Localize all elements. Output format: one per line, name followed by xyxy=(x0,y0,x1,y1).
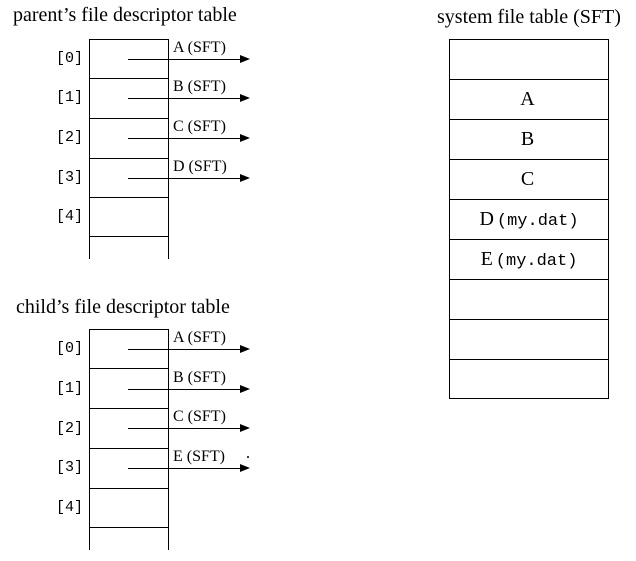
sft-cell-main: E xyxy=(480,248,493,270)
sft-table-box xyxy=(449,39,609,399)
fd-index-label: [0] xyxy=(55,340,83,357)
fd-pointer-arrow-line xyxy=(128,468,240,469)
arrowhead-icon xyxy=(240,424,250,432)
sft-cell xyxy=(449,279,609,319)
fd-index-label: [4] xyxy=(55,499,83,516)
fd-index-label: [4] xyxy=(55,208,83,225)
row-divider xyxy=(89,197,169,198)
fd-index-label: [2] xyxy=(55,129,83,146)
row-divider xyxy=(449,199,609,200)
row-divider xyxy=(449,359,609,360)
child-fd-table-title: child’s file descriptor table xyxy=(16,296,230,318)
parent-fd-table-title: parent’s file descriptor table xyxy=(13,4,237,26)
sft-cell xyxy=(449,319,609,359)
sft-cell-file: (my.dat) xyxy=(495,252,578,271)
sft-cell: E(my.dat) xyxy=(449,239,609,279)
row-divider xyxy=(89,368,169,369)
fd-pointer-label: C (SFT) xyxy=(173,408,226,425)
fd-pointer-label: C (SFT) xyxy=(173,118,226,135)
fd-index-label: [0] xyxy=(55,50,83,67)
arrowhead-icon xyxy=(240,134,250,142)
arrowhead-icon xyxy=(240,345,250,353)
arrowhead-icon xyxy=(240,464,250,472)
fd-pointer-arrow-line xyxy=(128,59,240,60)
fd-pointer-label: D (SFT) xyxy=(173,158,227,175)
sft-cell-main: A xyxy=(520,88,535,110)
fd-index-label: [3] xyxy=(55,169,83,186)
row-divider xyxy=(449,279,609,280)
row-divider xyxy=(89,78,169,79)
row-divider xyxy=(89,118,169,119)
sft-cell: B xyxy=(449,119,609,159)
table-open-bottom-edge xyxy=(168,528,169,550)
fd-pointer-label: E (SFT) xyxy=(173,448,225,465)
fd-pointer-label: B (SFT) xyxy=(173,369,226,386)
sft-cell-main: D xyxy=(479,208,494,230)
fd-pointer-arrow-line xyxy=(128,389,240,390)
row-divider xyxy=(449,119,609,120)
fd-pointer-arrow-line xyxy=(128,138,240,139)
row-divider xyxy=(89,408,169,409)
arrowhead-icon xyxy=(240,94,250,102)
fd-index-label: [3] xyxy=(55,459,83,476)
row-divider xyxy=(449,79,609,80)
row-divider xyxy=(89,158,169,159)
fd-index-label: [2] xyxy=(55,420,83,437)
fd-index-label: [1] xyxy=(55,89,83,106)
arrowhead-icon xyxy=(240,174,250,182)
row-divider xyxy=(449,319,609,320)
sft-cell-file: (my.dat) xyxy=(496,212,579,231)
sft-title: system file table (SFT) xyxy=(437,6,621,28)
fd-pointer-label: B (SFT) xyxy=(173,78,226,95)
table-open-bottom-edge xyxy=(89,528,90,550)
sft-cell xyxy=(449,39,609,79)
arrowhead-icon xyxy=(240,385,250,393)
table-open-bottom-edge xyxy=(168,237,169,259)
row-divider xyxy=(89,448,169,449)
sft-cell xyxy=(449,359,609,399)
fd-pointer-arrow-line xyxy=(128,349,240,350)
fd-pointer-label: A (SFT) xyxy=(173,39,226,56)
sft-cell: D(my.dat) xyxy=(449,199,609,239)
row-divider xyxy=(449,159,609,160)
fd-pointer-label: A (SFT) xyxy=(173,329,226,346)
fd-pointer-arrow-line xyxy=(128,428,240,429)
sft-cell: C xyxy=(449,159,609,199)
fd-pointer-arrow-line xyxy=(128,98,240,99)
row-divider xyxy=(449,239,609,240)
arrowhead-icon xyxy=(240,55,250,63)
table-open-bottom-edge xyxy=(89,237,90,259)
fd-index-label: [1] xyxy=(55,380,83,397)
row-divider xyxy=(89,488,169,489)
stray-dot-mark xyxy=(247,456,249,458)
sft-cell: A xyxy=(449,79,609,119)
sft-cell-main: C xyxy=(520,168,535,190)
fd-pointer-arrow-line xyxy=(128,178,240,179)
sft-cell-main: B xyxy=(520,128,535,150)
